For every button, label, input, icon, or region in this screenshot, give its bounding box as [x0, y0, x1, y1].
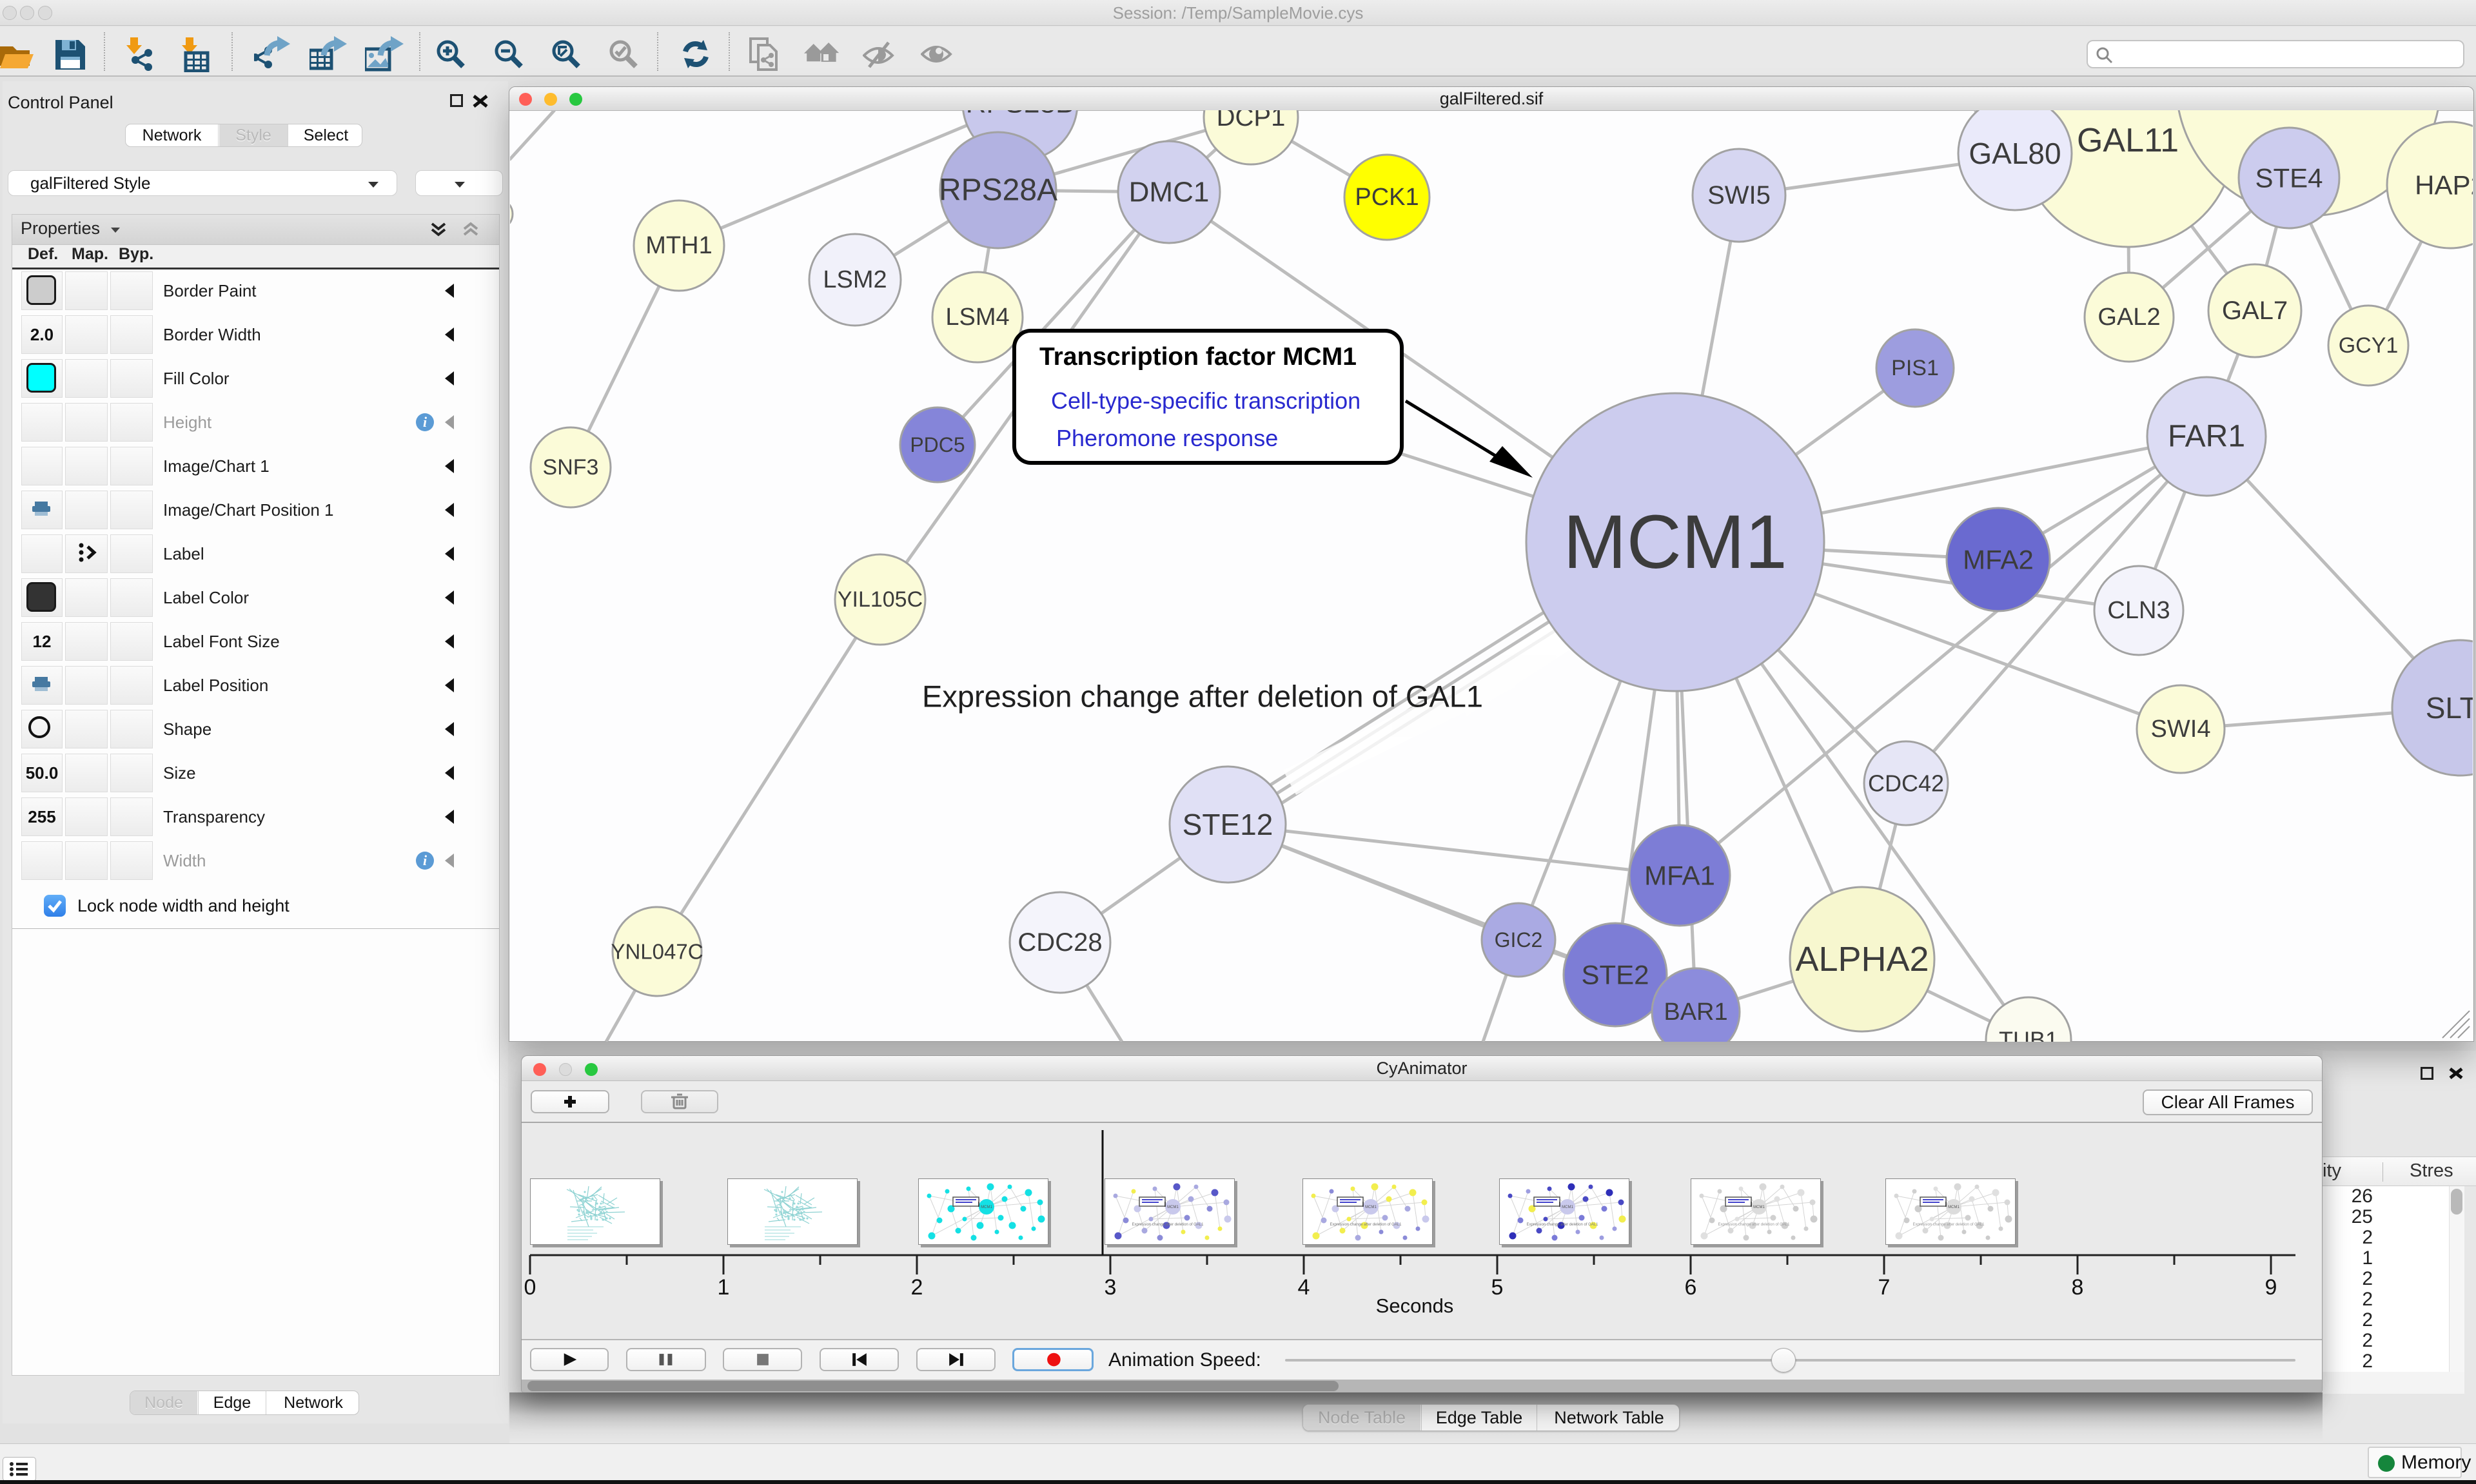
svg-text:YIL105C: YIL105C	[838, 587, 923, 612]
svg-text:6: 6	[1685, 1275, 1697, 1300]
svg-text:PDC5: PDC5	[910, 433, 965, 456]
svg-text:RPS28B: RPS28B	[966, 110, 1075, 119]
svg-text:YNL047C: YNL047C	[611, 940, 703, 964]
svg-text:LSM4: LSM4	[945, 304, 1009, 331]
svg-text:CDC28: CDC28	[1017, 928, 1102, 957]
svg-text:LSM2: LSM2	[823, 266, 887, 293]
svg-text:MCM1: MCM1	[1563, 500, 1787, 585]
svg-text:CDC42: CDC42	[1868, 770, 1944, 797]
svg-text:Expression change after deleti: Expression change after deletion of GAL1	[1330, 1223, 1402, 1227]
svg-text:Expression change after deleti: Expression change after deletion of GAL1	[1526, 1223, 1598, 1227]
svg-text:SWI5: SWI5	[1707, 181, 1771, 210]
svg-text:STE4: STE4	[2255, 163, 2323, 193]
svg-text:MCM1: MCM1	[1365, 1206, 1377, 1209]
svg-text:GCY1: GCY1	[2339, 333, 2399, 358]
svg-text:MCM1: MCM1	[1753, 1206, 1765, 1209]
svg-text:SNF3: SNF3	[543, 455, 599, 480]
svg-text:MFA2: MFA2	[1963, 545, 2034, 575]
svg-text:4: 4	[1298, 1275, 1310, 1300]
svg-text:TUB1: TUB1	[1999, 1027, 2058, 1042]
svg-text:MTH1: MTH1	[645, 232, 712, 259]
svg-text:9: 9	[2265, 1275, 2277, 1300]
svg-text:STE12: STE12	[1183, 808, 1273, 841]
svg-text:SWI4: SWI4	[2151, 716, 2211, 743]
svg-text:Seconds: Seconds	[1376, 1294, 1454, 1317]
svg-text:Expression change after deleti: Expression change after deletion of GAL1	[1132, 1223, 1204, 1227]
svg-text:MCM1: MCM1	[1562, 1206, 1573, 1209]
svg-text:Expression change after deleti: Expression change after deletion of GAL1	[1718, 1223, 1790, 1227]
svg-text:DCP1: DCP1	[1217, 110, 1286, 132]
svg-text:MCM1: MCM1	[1167, 1206, 1179, 1209]
svg-text:8: 8	[2072, 1275, 2084, 1300]
svg-text:Expression change after deleti: Expression change after deletion of GAL1	[1912, 1223, 1985, 1227]
svg-text:SLT2: SLT2	[2426, 691, 2473, 725]
svg-text:MCM1: MCM1	[1948, 1206, 1960, 1209]
svg-text:RPS28A: RPS28A	[939, 173, 1057, 208]
svg-text:FAR1: FAR1	[2168, 420, 2245, 454]
svg-text:Cell-type-specific transcripti: Cell-type-specific transcription	[1051, 387, 1361, 414]
svg-text:BAR1: BAR1	[1664, 999, 1727, 1026]
svg-text:PIS1: PIS1	[1891, 356, 1939, 380]
svg-text:GAL2: GAL2	[2098, 304, 2160, 331]
svg-text:MCM1: MCM1	[981, 1206, 992, 1209]
svg-text:1: 1	[718, 1275, 730, 1300]
svg-text:HAP2: HAP2	[2415, 170, 2473, 200]
svg-text:MFA1: MFA1	[1644, 861, 1715, 891]
svg-text:Transcription factor MCM1: Transcription factor MCM1	[1039, 343, 1357, 371]
svg-text:PCK1: PCK1	[1355, 184, 1419, 211]
svg-text:Pheromone response: Pheromone response	[1056, 425, 1278, 451]
svg-text:0: 0	[524, 1275, 536, 1300]
svg-text:2: 2	[911, 1275, 923, 1300]
svg-text:GAL80: GAL80	[1969, 137, 2061, 170]
svg-text:DMC1: DMC1	[1129, 177, 1210, 208]
svg-text:GAL11: GAL11	[2077, 122, 2179, 159]
svg-text:5: 5	[1491, 1275, 1504, 1300]
svg-text:Expression change after deleti: Expression change after deletion of GAL1	[922, 679, 1483, 714]
svg-text:3: 3	[1105, 1275, 1117, 1300]
svg-text:7: 7	[1878, 1275, 1891, 1300]
svg-text:GAL7: GAL7	[2222, 297, 2288, 325]
svg-text:STE2: STE2	[1581, 960, 1649, 990]
svg-text:GIC2: GIC2	[1495, 928, 1543, 952]
svg-text:CLN3: CLN3	[2107, 597, 2170, 624]
svg-text:ALPHA2: ALPHA2	[1795, 940, 1929, 979]
